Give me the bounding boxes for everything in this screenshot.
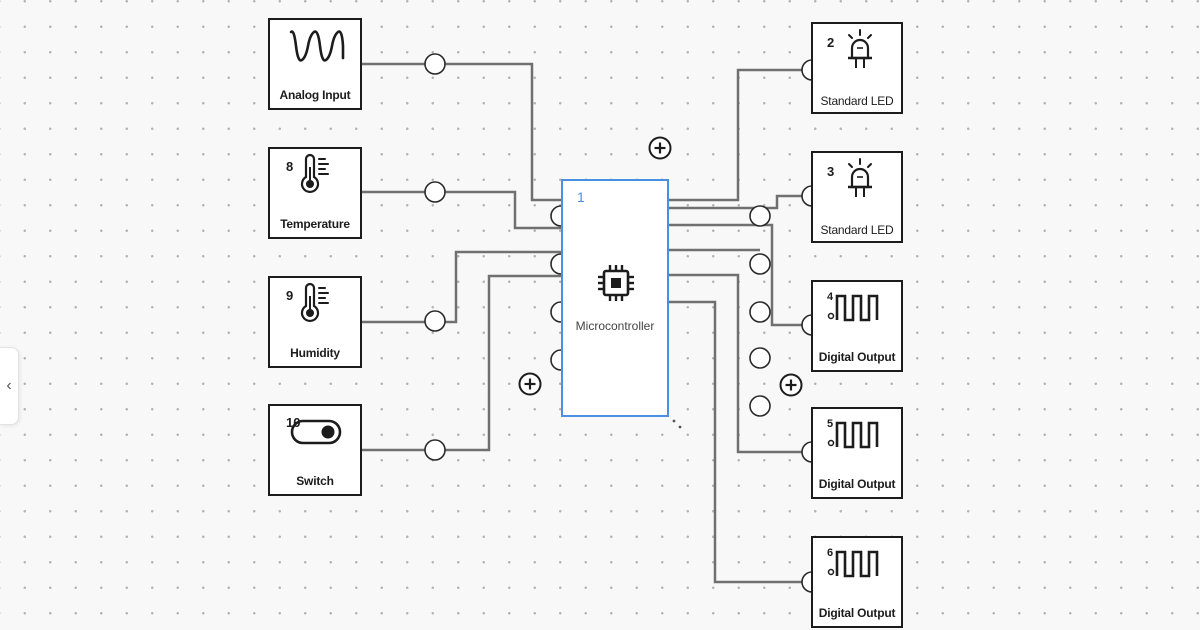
output-port[interactable] (749, 253, 771, 275)
block-number: 8 (286, 159, 294, 174)
block-digital-output-6[interactable]: 6 Digital Output (811, 536, 903, 628)
plus-circle-icon (779, 373, 803, 397)
wire-led-2 (669, 68, 812, 202)
output-port[interactable] (749, 205, 771, 227)
wire-switch (361, 274, 561, 452)
block-number: 9 (286, 288, 294, 303)
block-label: Analog Input (279, 88, 351, 102)
block-standard-led-3[interactable]: 3 Standard LED (811, 151, 903, 243)
wire-humidity (361, 250, 561, 324)
block-analog-input[interactable]: Analog Input (268, 18, 362, 110)
block-label: Standard LED (820, 94, 894, 108)
block-label: Switch (296, 474, 334, 488)
block-digital-output-4[interactable]: 4 Digital Output (811, 280, 903, 372)
block-label: Digital Output (818, 350, 896, 364)
block-digital-output-5[interactable]: 5 Digital Output (811, 407, 903, 499)
side-panel-toggle[interactable]: ‹ (0, 347, 19, 425)
block-number: 1 (577, 189, 585, 205)
wire-digital-6 (669, 300, 812, 584)
square-wave-icon (827, 421, 879, 449)
led-icon (848, 158, 872, 197)
block-label: Humidity (290, 346, 340, 360)
block-label: Digital Output (818, 477, 896, 491)
wire-digital-4 (669, 223, 812, 327)
block-number: 4 (827, 291, 834, 303)
add-output-button[interactable] (778, 372, 804, 398)
output-port[interactable] (749, 347, 771, 369)
resize-handle-icon[interactable] (671, 418, 685, 432)
add-component-button[interactable] (647, 135, 673, 161)
block-standard-led-2[interactable]: 2 Standard LED (811, 22, 903, 114)
block-number: 10 (286, 415, 301, 430)
block-switch[interactable]: 10 Switch (268, 404, 362, 496)
block-number: 6 (827, 547, 834, 559)
connector-node[interactable] (424, 181, 446, 203)
chip-icon (598, 265, 634, 301)
connector-node[interactable] (424, 439, 446, 461)
plus-circle-icon (518, 372, 542, 396)
thermometer-icon (300, 153, 329, 194)
microcontroller-block[interactable]: 1 Microcontroller (561, 179, 669, 417)
block-label: Digital Output (818, 606, 896, 620)
square-wave-icon (827, 294, 879, 322)
output-port[interactable] (749, 395, 771, 417)
wire-digital-5 (669, 273, 812, 454)
block-label: Temperature (280, 217, 350, 231)
led-icon (848, 29, 872, 68)
block-number: 5 (827, 418, 834, 430)
connector-node[interactable] (424, 310, 446, 332)
block-temperature[interactable]: 8 Temperature (268, 147, 362, 239)
block-number: 3 (827, 164, 835, 179)
wire-analog-input (361, 62, 561, 202)
block-number: 2 (827, 35, 835, 50)
toggle-switch-icon (290, 419, 342, 445)
sine-wave-icon (289, 30, 345, 62)
plus-circle-icon (648, 136, 672, 160)
connector-node[interactable] (424, 53, 446, 75)
square-wave-icon (827, 550, 879, 578)
block-label: Microcontroller (575, 319, 655, 333)
add-input-button[interactable] (517, 371, 543, 397)
block-humidity[interactable]: 9 Humidity (268, 276, 362, 368)
thermometer-icon (300, 282, 329, 323)
output-port[interactable] (749, 301, 771, 323)
chevron-left-icon: ‹ (6, 377, 12, 394)
block-label: Standard LED (820, 223, 894, 237)
wire-led-3 (669, 194, 812, 210)
